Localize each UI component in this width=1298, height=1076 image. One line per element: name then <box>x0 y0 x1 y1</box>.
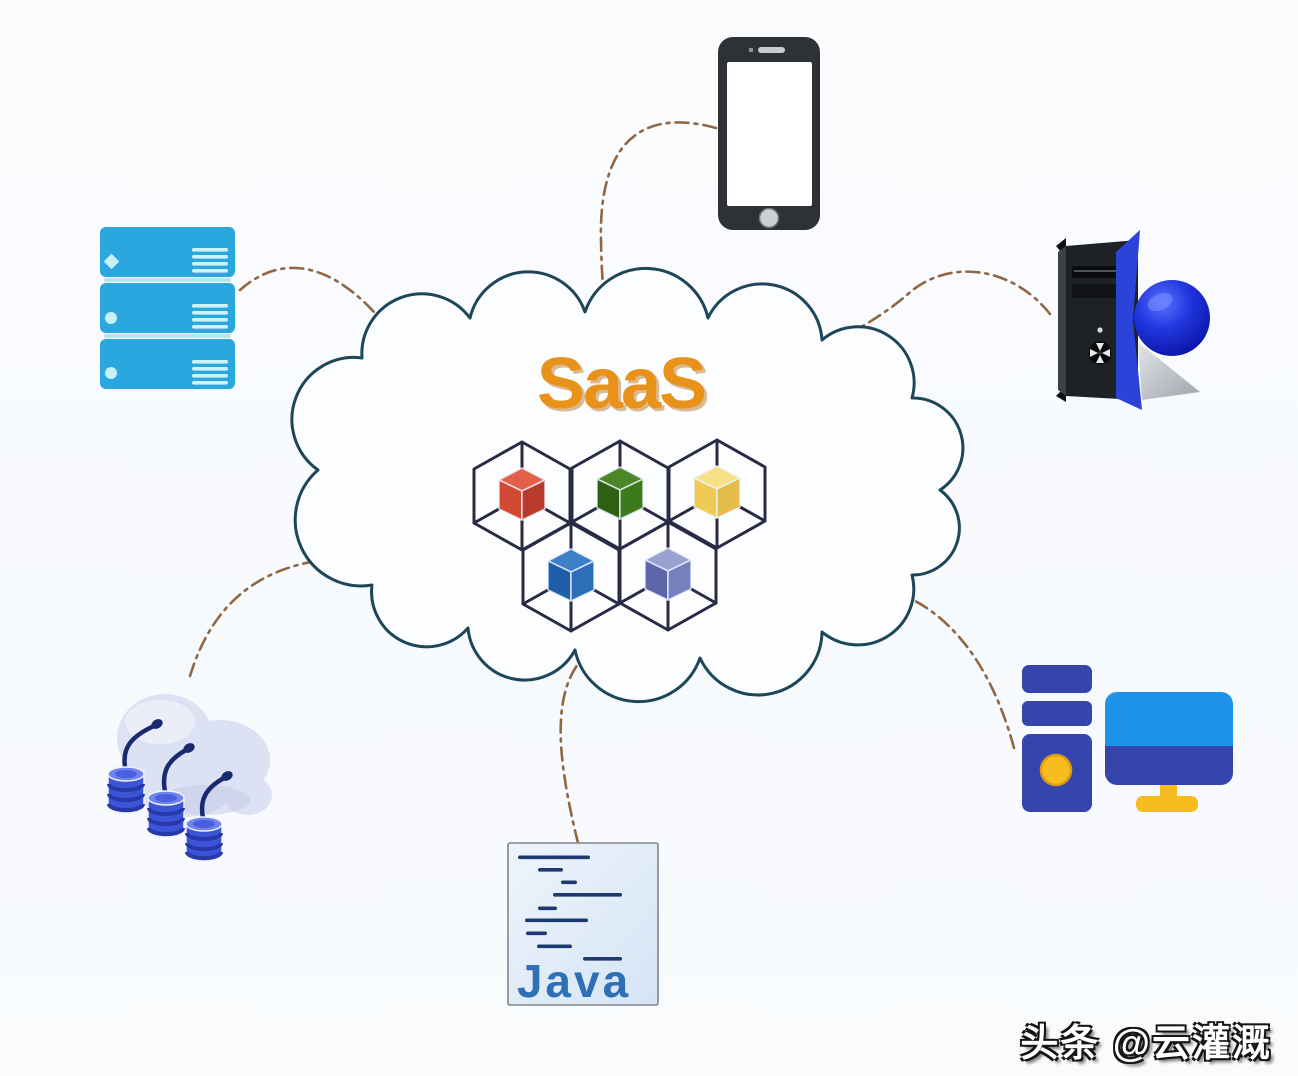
fan-button <box>1088 341 1112 365</box>
monitor-stand <box>1136 796 1198 812</box>
server-stack-icon <box>100 227 235 389</box>
server-unit <box>100 283 235 338</box>
watermark: 头条 @云灌溉 <box>1020 1023 1272 1065</box>
workstation-tower <box>1022 665 1092 812</box>
phone-speaker <box>758 47 785 53</box>
server-unit <box>100 339 235 389</box>
tower-power-button <box>1039 753 1073 787</box>
database-cloud-icon <box>107 694 272 862</box>
trackball <box>1134 280 1210 356</box>
database-cylinder <box>185 816 223 862</box>
storage-cloud-shape <box>117 694 272 817</box>
java-label: Java <box>517 955 631 1007</box>
database-cylinder <box>147 790 185 838</box>
module-cubes <box>472 438 767 633</box>
desktop-tower-trackball-icon <box>1056 230 1210 410</box>
java-code-document-icon: Java <box>507 842 659 1007</box>
desktop-workstation-icon <box>1022 665 1233 812</box>
module-cube-purple <box>618 520 718 632</box>
code-lines <box>518 855 622 961</box>
phone-home-button <box>758 207 780 229</box>
saas-label-shadow: SaaS <box>540 347 708 427</box>
workstation-monitor <box>1105 692 1233 812</box>
module-cube-blue <box>521 521 621 633</box>
database-cylinder <box>107 766 145 814</box>
saas-cloud: SaaS SaaS <box>290 266 965 704</box>
power-led <box>1097 327 1103 333</box>
tower-side-panel <box>1116 230 1142 410</box>
phone-screen <box>727 62 812 206</box>
saas-label: SaaS <box>537 344 705 424</box>
server-unit <box>100 227 235 282</box>
tower-stand-wedge <box>1138 342 1200 400</box>
smartphone-icon <box>718 37 820 230</box>
